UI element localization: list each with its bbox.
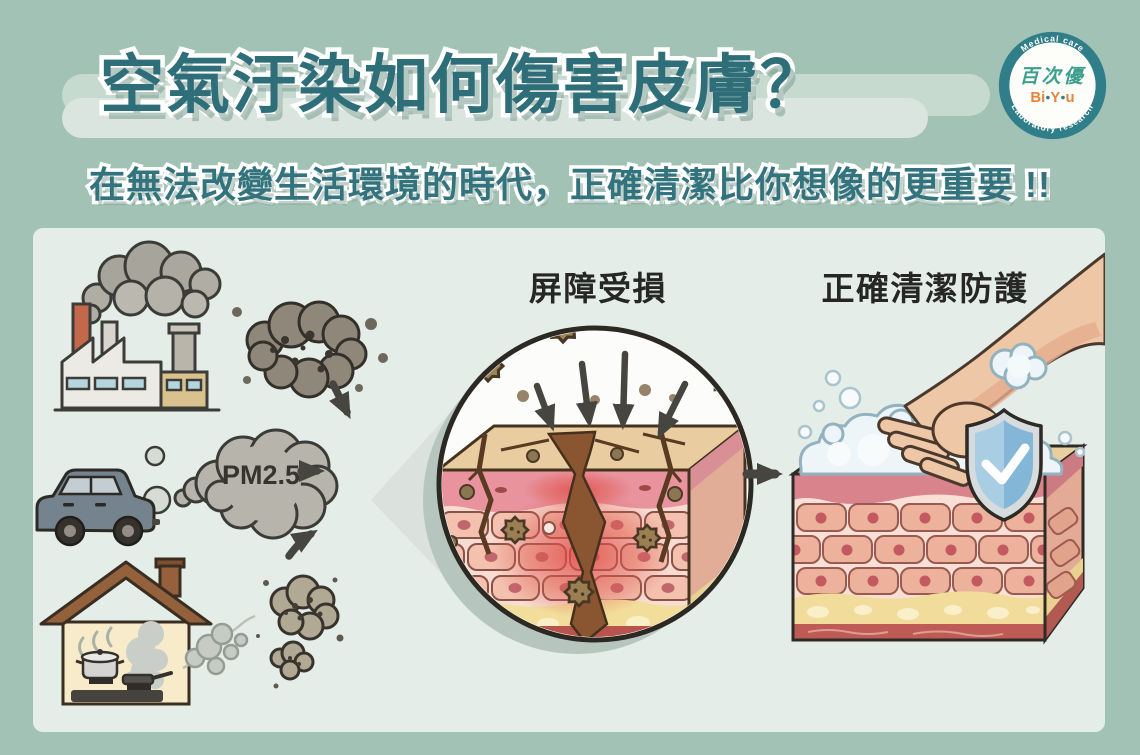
logo-chinese-name: 百次優 [1019, 66, 1086, 88]
checkmark-icon [981, 443, 1030, 485]
particle-cluster-icon [256, 574, 344, 689]
logo-brand-wordmark: Bi●Y●u [1030, 90, 1074, 106]
page-title: 空氣汙染如何傷害皮膚？ [96, 45, 829, 126]
wrist-foam [989, 342, 1048, 390]
factory-smoke-cloud-icon [80, 240, 222, 325]
pm25-label: PM2.5 [222, 460, 300, 490]
protect-label: 正確清潔防護 [822, 270, 1029, 307]
factory-windows [65, 376, 203, 392]
page-subtitle: 在無法改變生活環境的時代，正確清潔比你想像的更重要 !! [86, 161, 1054, 209]
hand-icon [877, 252, 1105, 487]
penetration-arrow-icons [533, 350, 689, 440]
factory-icon [53, 240, 222, 412]
escaping-smoke [182, 614, 256, 676]
title-ribbon-front [62, 98, 928, 138]
pan-icon [121, 671, 173, 686]
brand-logo: Medical care Laboratory research 百次優 Bi●… [995, 28, 1110, 143]
brand-logo-icon: Medical care Laboratory research 百次優 Bi●… [998, 31, 1107, 140]
illustration-panel: PM2.5 [33, 228, 1105, 732]
car-icon [35, 468, 160, 547]
smog-particles [270, 330, 333, 373]
house-cooking-icon [39, 529, 344, 706]
healthy-skin-block [788, 443, 1088, 645]
bubble-icons [797, 369, 1086, 458]
cooking-steam-cloud [124, 621, 168, 689]
smog-cloud-icon [232, 300, 388, 420]
damage-label: 屏障受損 [529, 270, 667, 307]
stove-icon [71, 678, 163, 702]
logo-inner-circle [1009, 42, 1096, 129]
car-exhaust-icon: PM2.5 [35, 428, 339, 547]
diagram-art: PM2.5 [35, 240, 1105, 706]
shield-check-icon [965, 408, 1043, 522]
skin-crack-lines [467, 431, 686, 563]
healthy-cell-nuclei [793, 512, 1045, 587]
house-smoke-arrow-icon [285, 529, 318, 560]
pm25-cloud-icon: PM2.5 [142, 428, 339, 540]
deep-tissue-layer [442, 626, 689, 637]
smog-arrow-icon [329, 380, 351, 420]
